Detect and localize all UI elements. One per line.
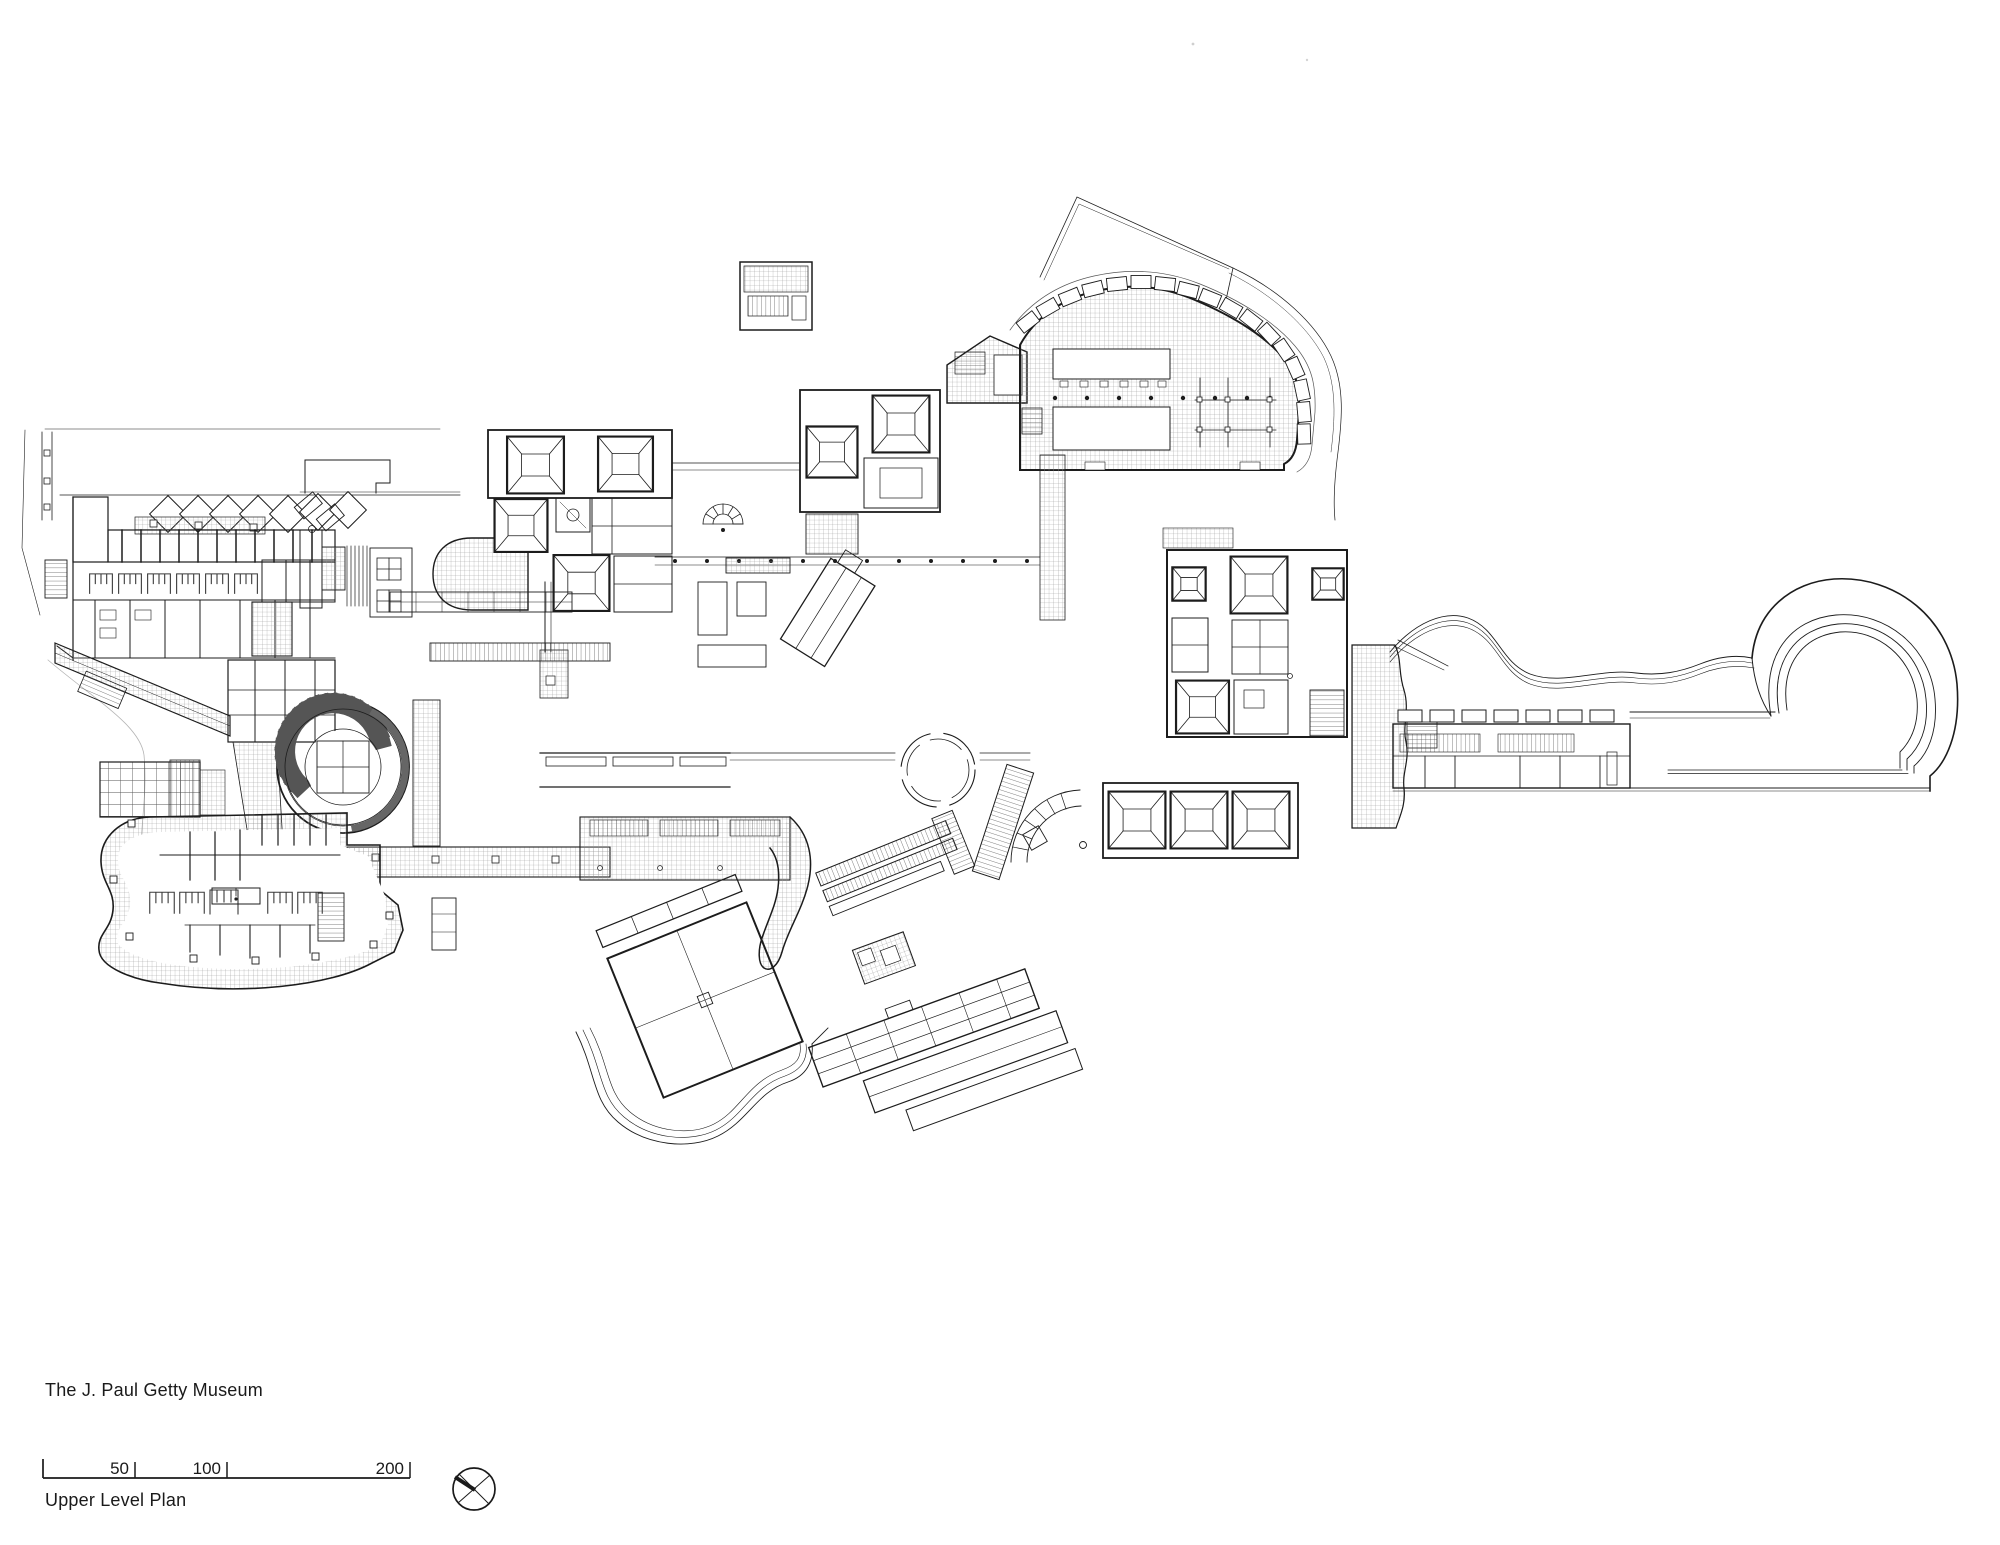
louver-bars (346, 545, 368, 607)
serpentine-path (1389, 615, 1755, 689)
circular-stair (275, 693, 392, 799)
plan-title: The J. Paul Getty Museum (45, 1380, 263, 1400)
trellis-tabs (1015, 275, 1312, 445)
left-colonnade (41, 431, 53, 521)
north-arrow-compass-icon (452, 1467, 496, 1511)
window-frame-element (369, 547, 413, 618)
west-garden-structures (44, 559, 284, 849)
terrace-walk-south (1039, 454, 1066, 621)
east-gallery-pavilions (1102, 527, 1449, 859)
upper-pool (1052, 348, 1171, 380)
garden-stair-ladder (971, 763, 1035, 881)
courtyard-fountain (900, 732, 976, 808)
east-terrace-hatch (1351, 644, 1408, 829)
southeast-terrace-buildings (807, 763, 1087, 1132)
balcony-ticks (349, 708, 409, 833)
vertical-walkway (412, 699, 441, 847)
plan-level-label: Upper Level Plan (45, 1490, 186, 1510)
west-stair (44, 559, 68, 599)
bar-roof-tabs (1397, 709, 1615, 723)
west-gallery-pavilions (299, 429, 673, 618)
south-rotated-pavilion (595, 873, 804, 1099)
scale-label-50: 50 (110, 1459, 129, 1478)
promenade-stair (77, 670, 128, 710)
terrace-pergola (1194, 377, 1277, 448)
courtyard-circulation (346, 462, 1041, 970)
scale-bar (42, 1459, 411, 1479)
south-promenade (346, 846, 611, 878)
east-bar-building (1392, 709, 1931, 792)
office-partitions (121, 529, 313, 563)
north-gallery-pavilions (739, 261, 1028, 555)
wavy-garden-path (575, 1027, 829, 1145)
scale-label-200: 200 (376, 1459, 404, 1478)
angled-kiosk (779, 549, 876, 668)
northwest-admin-wing (41, 431, 461, 743)
amphitheater-steps (815, 809, 976, 917)
scale-label-100: 100 (193, 1459, 221, 1478)
lower-pool (1052, 406, 1171, 451)
northeast-cafe-terrace (1009, 270, 1316, 621)
title-block: The J. Paul Getty Museum 50 100 200 Uppe… (42, 1380, 496, 1511)
terrace-tail (758, 815, 812, 970)
service-core-hatch (251, 601, 293, 657)
southwest-office-wing (98, 812, 404, 990)
curved-garden-stair (1010, 789, 1087, 863)
entrance-rotunda (275, 693, 410, 834)
curved-overlook-ramp (1751, 578, 1959, 792)
open-court-wall (304, 459, 391, 494)
terrace-columns (1052, 395, 1273, 401)
restroom-combs (149, 887, 323, 914)
comb-partition-row (89, 573, 258, 594)
semicircular-stair (702, 503, 744, 532)
